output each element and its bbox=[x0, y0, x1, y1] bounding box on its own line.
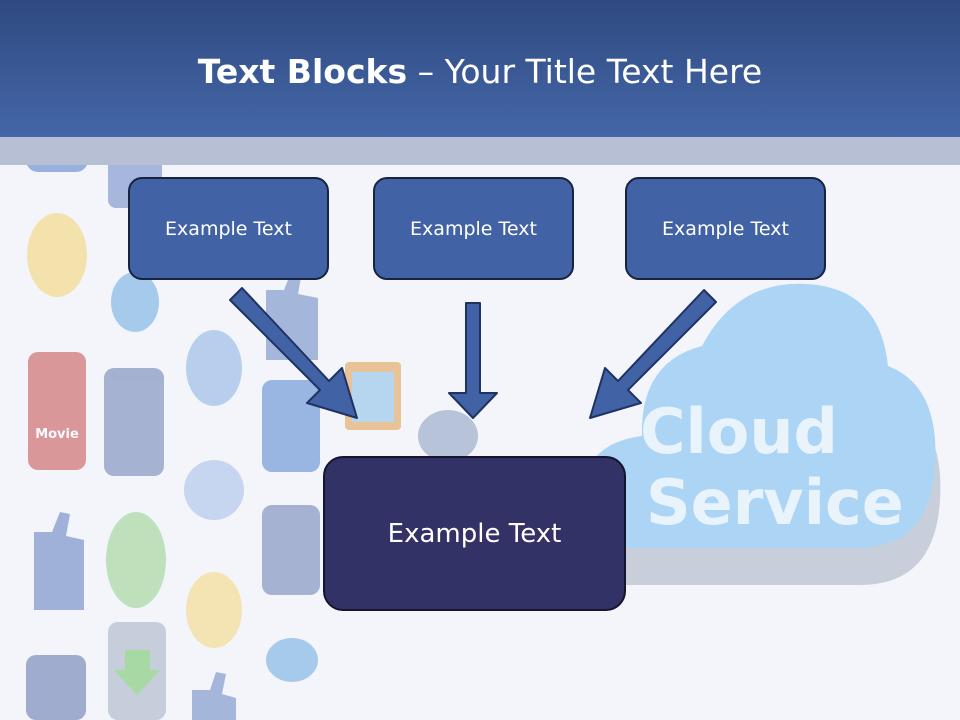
text-block-3[interactable]: Example Text bbox=[625, 177, 826, 280]
user-icon bbox=[262, 505, 320, 595]
text-block-2[interactable]: Example Text bbox=[373, 177, 574, 280]
thumbs-up-icon bbox=[34, 512, 84, 610]
movie-icon bbox=[28, 352, 86, 470]
slide-header bbox=[0, 0, 960, 137]
cloud-label-line2: Service bbox=[646, 466, 904, 539]
arrow-right bbox=[589, 289, 717, 419]
email-icon bbox=[262, 380, 320, 472]
center-text-block[interactable]: Example Text bbox=[323, 456, 626, 611]
title-bold: Text Blocks bbox=[197, 52, 408, 91]
title-rest: Your Title Text Here bbox=[444, 52, 763, 91]
bird-icon bbox=[111, 272, 159, 332]
bird-icon bbox=[266, 638, 318, 682]
speech-bubble-icon bbox=[106, 512, 166, 608]
speech-bubble-icon bbox=[27, 213, 87, 297]
slide-title: Text Blocks – Your Title Text Here bbox=[0, 52, 960, 91]
speech-bubble-icon bbox=[186, 572, 242, 648]
cloud-service-icon bbox=[575, 283, 941, 585]
arrow-center bbox=[448, 302, 498, 419]
movie-icon-label: Movie bbox=[35, 427, 79, 442]
header-band bbox=[0, 137, 960, 165]
text-block-1[interactable]: Example Text bbox=[128, 177, 329, 280]
title-dash: – bbox=[407, 52, 445, 91]
speech-bubble-icon bbox=[418, 410, 478, 462]
speech-bubble-icon bbox=[186, 330, 242, 406]
profile-icon bbox=[26, 655, 86, 720]
download-arrow-icon bbox=[114, 650, 160, 695]
cloud-label-line1: Cloud bbox=[640, 395, 838, 468]
music-icon bbox=[184, 460, 244, 520]
user-icon bbox=[104, 368, 164, 476]
arrow-left bbox=[229, 287, 358, 419]
thumbs-up-icon bbox=[192, 672, 236, 720]
